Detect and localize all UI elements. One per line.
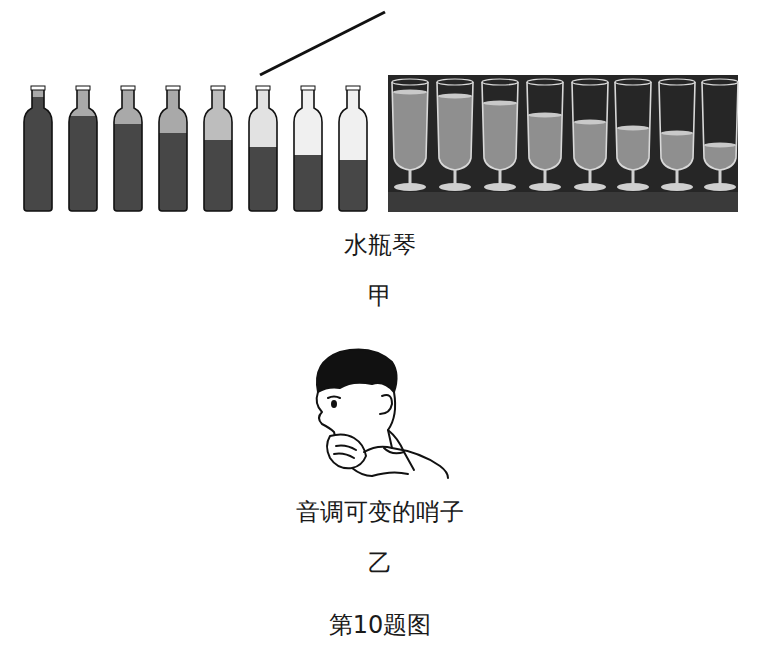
person-with-whistle: [317, 350, 448, 478]
water-bottles: [23, 86, 368, 217]
figure-letter: 甲: [366, 282, 394, 311]
figure-letter: 乙: [366, 549, 394, 578]
figure-caption: 第10题图: [327, 611, 434, 640]
figure-label: 水瓶琴: [342, 231, 418, 260]
wine-glasses-photo: [388, 75, 740, 212]
figure-label: 音调可变的哨子: [294, 498, 466, 527]
stick: [260, 12, 385, 75]
